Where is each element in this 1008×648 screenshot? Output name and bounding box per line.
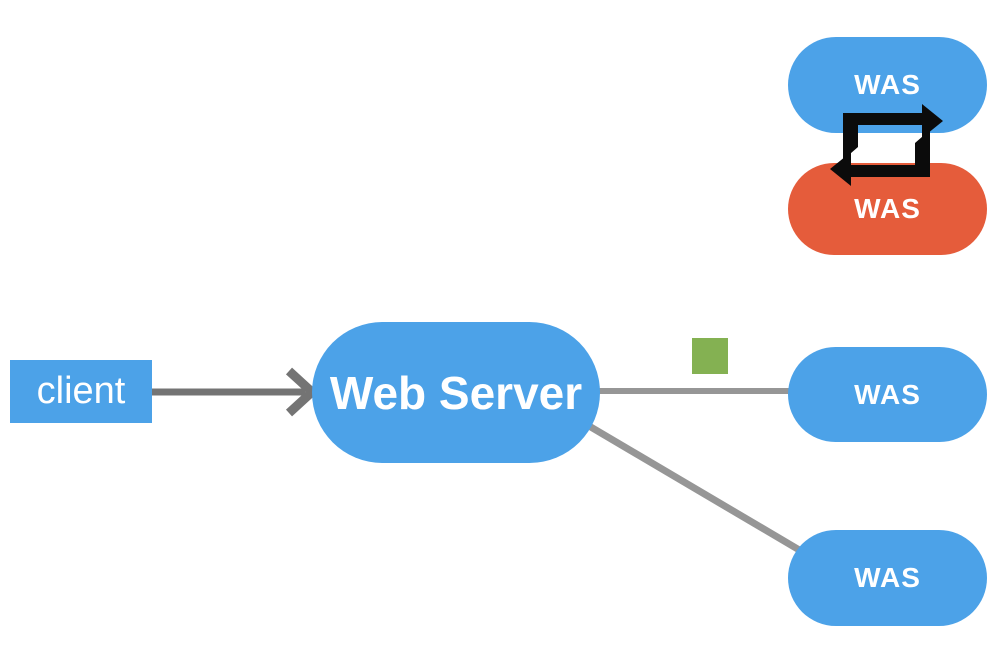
sync-arrows-icon [830,104,943,186]
was-right-bottom-label: WAS [854,562,921,593]
was-pair-top-label: WAS [854,69,921,100]
was-right-bottom-node: WAS [788,530,987,626]
was-right-middle-node: WAS [788,347,987,442]
web-server-node: Web Server [312,322,600,463]
green-square-marker [692,338,728,374]
was-pair-bottom-node: WAS [788,163,987,255]
client-node-label: client [36,370,126,412]
client-node: client [10,360,152,423]
was-right-middle-label: WAS [854,378,921,410]
web-server-node-label: Web Server [329,366,583,419]
was-pair-bottom-label: WAS [854,193,921,224]
webserver-to-was-bottom-line [582,419,803,555]
client-to-webserver-arrow [152,367,319,417]
